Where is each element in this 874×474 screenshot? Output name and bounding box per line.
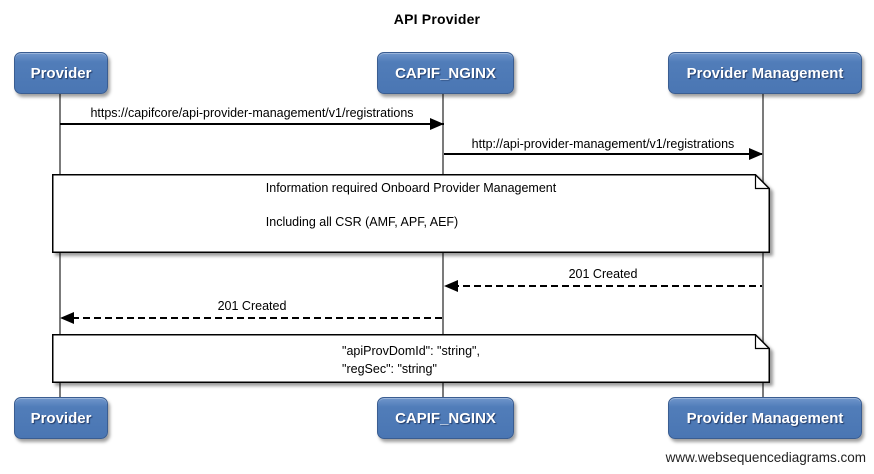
actor-capif-nginx-top: CAPIF_NGINX xyxy=(377,52,514,94)
arrowhead-left-icon xyxy=(444,280,458,292)
note-shape xyxy=(52,334,770,383)
note-line: Information required Onboard Provider Ma… xyxy=(265,181,557,195)
arrowhead-right-icon xyxy=(749,148,763,160)
message-line-solid xyxy=(60,123,444,125)
actor-capif-nginx-label: CAPIF_NGINX xyxy=(395,64,496,82)
actor-capif-nginx-label: CAPIF_NGINX xyxy=(395,409,496,427)
note-shape xyxy=(52,174,770,253)
dog-ear-icon xyxy=(754,334,770,350)
actor-capif-nginx-bottom: CAPIF_NGINX xyxy=(377,397,514,439)
note-line: Including all CSR (AMF, APF, AEF) xyxy=(265,215,459,229)
message-line-dashed xyxy=(72,317,443,319)
arrowhead-left-icon xyxy=(60,312,74,324)
actor-provider-management-label: Provider Management xyxy=(686,64,844,82)
note-response-body: "apiProvDomId": "string", "regSec": "str… xyxy=(52,334,770,383)
message-label: 201 Created xyxy=(217,299,287,313)
message-line-dashed xyxy=(452,285,762,287)
diagram-title: API Provider xyxy=(393,11,481,27)
message-line-solid xyxy=(444,153,762,155)
message-label: 201 Created xyxy=(568,267,638,281)
watermark: www.websequencediagrams.com xyxy=(665,450,866,465)
note-line: "regSec": "string" xyxy=(342,362,437,376)
actor-provider-management-top: Provider Management xyxy=(668,52,862,94)
dog-ear-icon xyxy=(754,174,770,190)
arrowhead-right-icon xyxy=(430,118,444,130)
actor-provider-management-bottom: Provider Management xyxy=(668,397,862,439)
actor-provider-top: Provider xyxy=(14,52,108,94)
note-line: "apiProvDomId": "string", xyxy=(342,344,480,358)
message-label: http://api-provider-management/v1/regist… xyxy=(471,137,735,151)
note-onboard-info: Information required Onboard Provider Ma… xyxy=(52,174,770,253)
message-label: https://capifcore/api-provider-managemen… xyxy=(90,106,414,120)
actor-provider-label: Provider xyxy=(30,409,92,427)
actor-provider-management-label: Provider Management xyxy=(686,409,844,427)
actor-provider-bottom: Provider xyxy=(14,397,108,439)
actor-provider-label: Provider xyxy=(30,64,92,82)
